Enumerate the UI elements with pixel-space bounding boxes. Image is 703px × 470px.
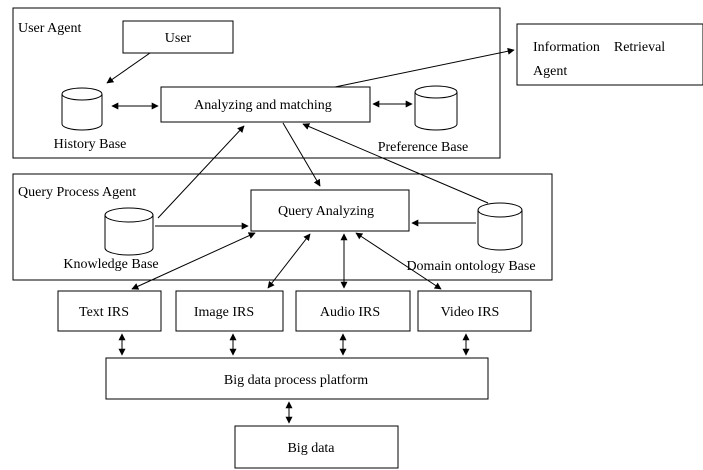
arrow-query-image-irs [267, 233, 311, 289]
information-retrieval-label-line1: Information Retrieval [533, 40, 665, 55]
user-label: User [165, 31, 192, 46]
query-process-agent-title: Query Process Agent [18, 185, 136, 200]
history-base-label: History Base [54, 137, 127, 152]
preference-base-label: Preference Base [378, 140, 469, 155]
history-base-database-icon [61, 87, 103, 131]
arrow-query-video-irs [355, 232, 442, 290]
user-agent-frame [12, 7, 501, 159]
user-agent-title: User Agent [18, 21, 81, 36]
text-irs-label: Text IRS [79, 305, 129, 320]
arrow-domain-to-analyzing [302, 123, 489, 204]
analyzing-matching-label: Analyzing and matching [194, 98, 332, 113]
audio-irs-label: Audio IRS [320, 305, 380, 320]
big-data-label: Big data [287, 441, 335, 456]
image-irs-label: Image IRS [194, 305, 254, 320]
image-irs-box [175, 290, 284, 332]
information-retrieval-agent-box [516, 23, 703, 86]
video-irs-box [417, 290, 532, 332]
preference-base-database-icon [414, 85, 458, 131]
video-irs-label: Video IRS [441, 305, 500, 320]
arrow-knowledge-to-analyzing [157, 125, 245, 219]
arrow-analyzing-to-information-retrieval [334, 47, 515, 88]
arrow-user-to-history [106, 52, 151, 84]
big-data-platform-box [105, 357, 489, 400]
audio-irs-box [295, 290, 411, 332]
arrow-query-text-irs [131, 232, 256, 290]
domain-ontology-base-database-icon [477, 202, 523, 251]
query-analyzing-label: Query Analyzing [278, 204, 374, 219]
domain-ontology-base-label: Domain ontology Base [406, 259, 535, 274]
text-irs-box [57, 290, 162, 332]
query-analyzing-box [250, 189, 410, 232]
user-box [122, 20, 234, 54]
big-data-box [234, 425, 399, 469]
knowledge-base-database-icon [104, 207, 154, 256]
information-retrieval-label-line2: Agent [533, 64, 567, 79]
knowledge-base-label: Knowledge Base [63, 257, 158, 272]
arrow-analyzing-to-query [282, 122, 321, 187]
analyzing-matching-box [160, 86, 371, 123]
big-data-platform-label: Big data process platform [224, 373, 368, 388]
